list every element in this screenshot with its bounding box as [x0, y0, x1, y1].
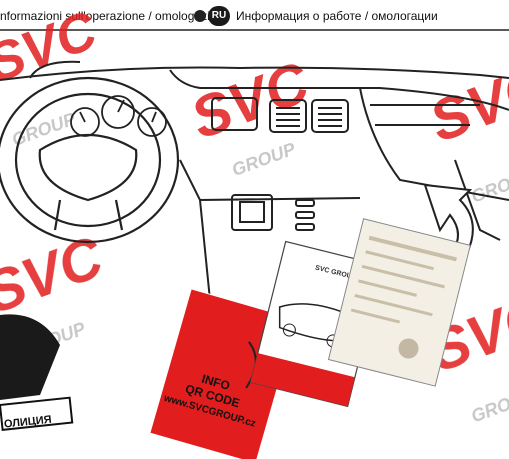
steering-wheel-icon — [0, 78, 178, 242]
header-separator-icon — [194, 10, 206, 22]
svg-text:GROUP: GROUP — [469, 165, 509, 207]
svg-text:SVC: SVC — [421, 52, 509, 154]
svg-text:GROUP: GROUP — [229, 138, 299, 180]
svg-text:GROUP: GROUP — [469, 385, 509, 427]
watermark-text: SVC — [0, 0, 105, 94]
svg-text:GROUP: GROUP — [9, 108, 79, 150]
svg-text:SVC: SVC — [0, 224, 112, 326]
